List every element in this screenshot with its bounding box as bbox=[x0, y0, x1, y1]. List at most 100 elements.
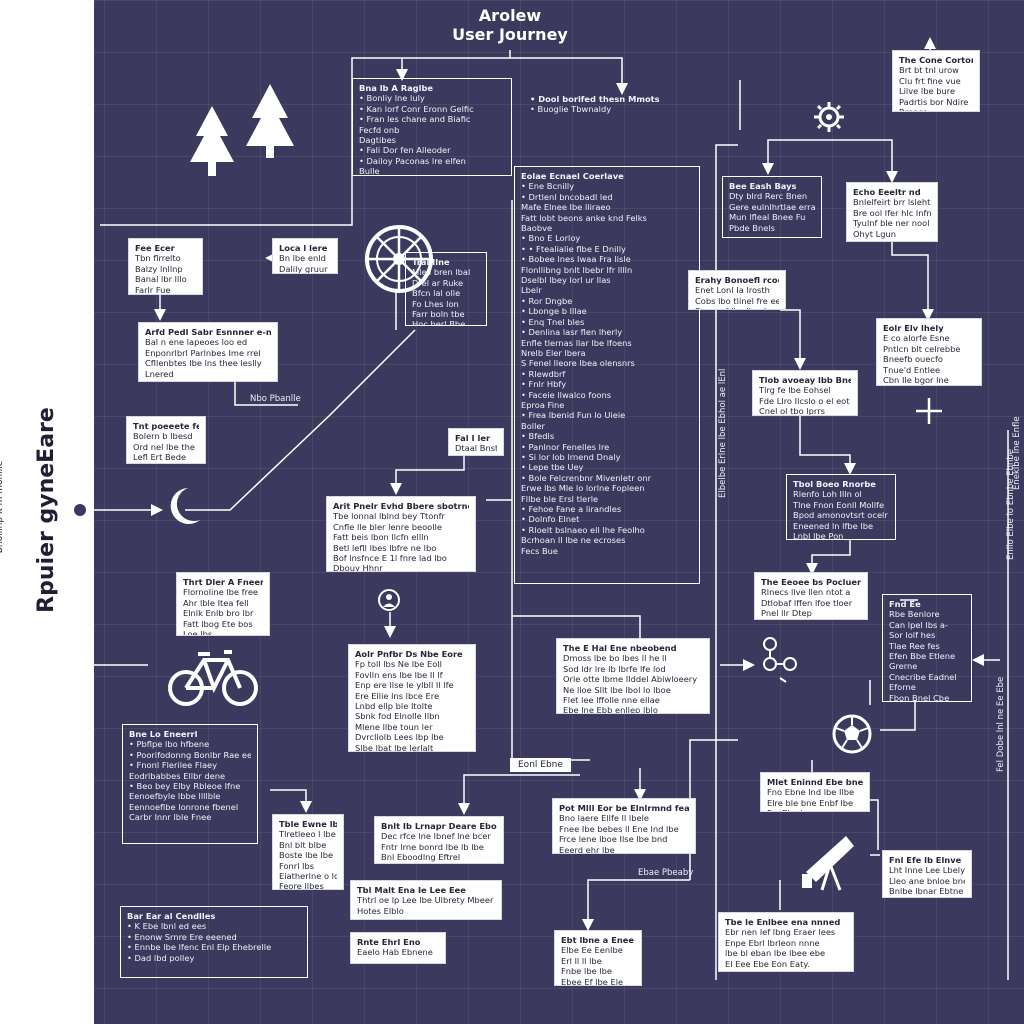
box-line: Fntr lrne bonrd lbe lb lbe bbox=[381, 841, 484, 852]
connector-center-h bbox=[582, 879, 690, 931]
box-line: Clu frt fine vue bbox=[899, 75, 961, 86]
box-line: Fonrl lbs bbox=[279, 860, 315, 871]
box-line: Carbr lnnr lble Fnee bbox=[129, 812, 212, 823]
box-line: Bolern b lbesd bbox=[133, 431, 193, 442]
box-center-main: Eolae Ecnael Coerlave• Ene Bcnilly • Drt… bbox=[514, 166, 700, 584]
box-line: Bulle bbox=[359, 166, 380, 176]
box-line: Tlae Ree fes bbox=[889, 640, 940, 651]
box-line: Ebt lbne a Enee bbox=[561, 935, 634, 945]
box-line: Enet Lonl Ia lrosth bbox=[695, 285, 770, 296]
box-line: The Eeoee bs Pocluer bbox=[761, 577, 861, 587]
box-line: Bof lnsfnce E 1l fnre lad lbo bbox=[333, 553, 447, 564]
box-line: Fde Llro Ilcslo o el eot bbox=[759, 395, 850, 406]
box-line: Cbn Ile bgor lne bbox=[883, 375, 949, 386]
box-line: Bno laere Ellfe ll lbele bbox=[559, 813, 649, 824]
box-line: Eforne bbox=[889, 682, 916, 693]
box-line: Cnel ol tbo lprrs bbox=[759, 406, 825, 416]
box-line: Frce lene lboe Ilse lbe bnd bbox=[559, 834, 668, 845]
box-line: Pot Mlll Eor be Elnlrmnd fean bbox=[559, 803, 689, 813]
box-line: Sbnk fod Elnolle Ilbn bbox=[355, 711, 440, 722]
box-line: Balzy lnllnp bbox=[135, 263, 183, 274]
box-line: Bna lb A Raglbe bbox=[359, 83, 434, 93]
box-line: Pntlcn blt celrebbe bbox=[883, 343, 961, 354]
box-line: Mlell bren lbal bbox=[412, 267, 471, 278]
box-line: Loe lbs bbox=[183, 629, 213, 636]
connector-right-g bbox=[806, 540, 851, 575]
box-line: Eolae Ecnael Coerlave bbox=[521, 171, 624, 181]
box-line: The E Hal Ene nbeobend bbox=[563, 643, 677, 653]
box-line: Lefl Ert Bede bbox=[133, 452, 187, 463]
box-line: Farlr Fue bbox=[135, 284, 171, 295]
box-line: Mun lfleal Bnee Fu bbox=[729, 212, 806, 223]
box-line: Eproa Fine bbox=[521, 399, 565, 410]
box-line: • Fali Dor fen Alleoder bbox=[359, 145, 451, 156]
box-line: • Beo bey Elby Rbleoe Ifne bbox=[129, 781, 241, 792]
connector-left-f bbox=[89, 620, 148, 666]
box-line: Lnbl lbe Pon bbox=[793, 531, 844, 540]
box-line: • Denlina lasr flen lherly bbox=[521, 327, 623, 338]
box-line: Thrt Dler A Fneer bbox=[183, 577, 263, 587]
box-line: Can lpel lbs a- bbox=[889, 619, 949, 630]
box-line: Pnel llr Dtep bbox=[761, 608, 812, 619]
box-line: Fecs Bue bbox=[521, 545, 558, 556]
box-line: The Cone Cortor bbox=[899, 55, 973, 65]
box-line: Gere eulnlhrtlae errar bbox=[729, 201, 815, 212]
crosshair-icon bbox=[916, 398, 942, 424]
diagram-title-line2: User Journey bbox=[452, 25, 568, 44]
box-line: Bnlbe lbnar Ebtne bbox=[889, 886, 964, 897]
box-line: Nrelb Eler lbera bbox=[521, 347, 586, 358]
box-line: Feore llbes bbox=[279, 881, 324, 890]
box-line: • Dool borifed thesn Mmots bbox=[530, 94, 660, 104]
box-line: Erl ll ll lbe bbox=[561, 955, 602, 966]
box-line: Elnlk Enlb bro lbr bbox=[183, 608, 254, 619]
box-line: Cfllenbtes lbe lns thee leslly bbox=[145, 358, 262, 369]
box-line: Fal I ler bbox=[455, 433, 491, 443]
box-line: • Panlnor Fenelles lre bbox=[521, 441, 610, 452]
box-line: Bpod amonovtsrt ocelr bbox=[793, 510, 888, 521]
box-line: Aolr Pnfbr Ds Nbe Eore bbox=[355, 649, 463, 659]
box-line: Dty blrd Rerc Bnen bbox=[729, 191, 808, 202]
box-line: Enpe Ebrl lbrleon nnne bbox=[725, 937, 820, 948]
box-line: Lleo ane bnloe bne bbox=[889, 875, 965, 886]
box-line: • Dolnfo Elnet bbox=[521, 514, 580, 525]
box-line: Ebee Ef lbe Ele bbox=[561, 976, 624, 986]
box-center-e: Bnlt Ib Lrnapr Deare EbontyDec rfce lne … bbox=[374, 816, 504, 864]
box-line: • Faceie llwalco foons bbox=[521, 389, 612, 400]
box-line: Grerne bbox=[889, 661, 918, 672]
box-line: Arfd Pedl Sabr Esnnner e-nd bbox=[145, 327, 271, 337]
box-bottom-left: Bar Ear al Cendlles• K Ebe lbnl ed ees• … bbox=[120, 906, 308, 978]
box-line: Hitl Lecorp bbox=[133, 463, 199, 464]
box-line: Fllbe ble Ersl tlerle bbox=[521, 493, 599, 504]
box-line: Tnt poeeete fe bbox=[133, 421, 199, 431]
box-line: Slbe lbat lbe lerlalt bbox=[355, 742, 434, 752]
soccer-ball-icon bbox=[832, 714, 872, 754]
connector-right-a bbox=[762, 139, 830, 175]
box-line: Fnbe lbe lbe bbox=[561, 966, 613, 977]
box-line: Dmoss lbe bo lbes ll he ll bbox=[563, 653, 667, 664]
box-line: Bnl Eboodlng Eftrel bbox=[381, 852, 461, 863]
box-line: Dtlobaf lffen lfoe tloer bbox=[761, 597, 853, 608]
box-line: Eodrlbabbes Ellbr dene bbox=[129, 770, 226, 781]
box-line: Bee Eash Bays bbox=[729, 181, 797, 191]
box-line: • • Ftealialie flbe E Dnilly bbox=[521, 243, 626, 254]
box-line: Arit Pnelr Evhd Bbere sbotrnoed bbox=[333, 501, 469, 511]
box-line: • Bobee lnes Iwaa Fra lisle bbox=[521, 254, 631, 265]
box-line: • Drtlenl bncobadl led bbox=[521, 191, 613, 202]
box-line: • Ennbe lbe lfenc Enl Elp Ehebrelle bbox=[127, 942, 272, 953]
box-line: • Ror Dngbe bbox=[521, 295, 573, 306]
gear-icon bbox=[814, 102, 844, 132]
box-line: Tbe le Enlbee ena nnned bbox=[725, 917, 841, 927]
box-line: Bcrhoan II lbe ne ecroses bbox=[521, 535, 626, 546]
box-line: Enp ere llse le ylbll Il lfe bbox=[355, 680, 454, 691]
box-line: Erahy Bonoefl rcocs bbox=[695, 275, 779, 285]
box-line: Flet lee lffolle nne ellae bbox=[563, 695, 660, 706]
